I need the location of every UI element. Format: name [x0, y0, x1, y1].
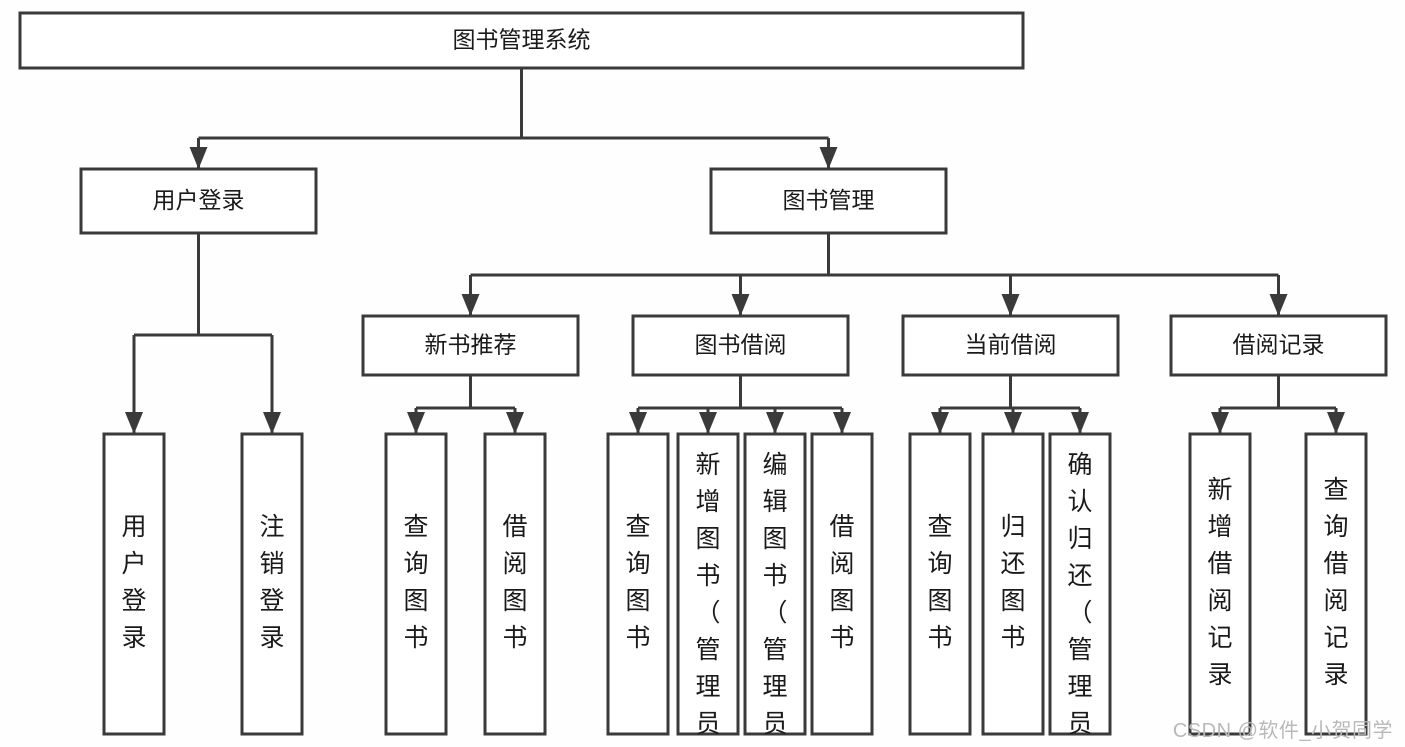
arrow-head	[506, 412, 524, 434]
leaf-box[interactable]	[384, 432, 448, 736]
node-borrow-record[interactable]: 借阅记录	[1169, 314, 1388, 377]
node-leaf-return-book[interactable]: 归还图书	[981, 432, 1045, 736]
node-book-manage[interactable]: 图书管理	[709, 167, 948, 235]
node-leaf-query-record[interactable]: 查询借阅记录	[1304, 432, 1368, 736]
node-leaf-query-book-3[interactable]: 查询图书	[908, 432, 972, 736]
node-user-login[interactable]: 用户登录	[79, 167, 318, 235]
leaf-label: 归还图书	[1000, 513, 1025, 652]
arrow-head	[1004, 412, 1022, 434]
level1-label: 图书管理	[783, 187, 875, 213]
node-current-borrow[interactable]: 当前借阅	[901, 314, 1120, 377]
node-leaf-confirm-return[interactable]: 确认归还（管理员）	[1048, 432, 1112, 747]
leaf-label: 借阅图书	[829, 513, 854, 652]
node-leaf-query-book-1[interactable]: 查询图书	[384, 432, 448, 736]
arrow-head	[263, 412, 281, 434]
leaf-box[interactable]	[1304, 432, 1368, 736]
arrow-head	[833, 412, 851, 434]
level2-box[interactable]	[361, 314, 580, 377]
node-book-borrow[interactable]: 图书借阅	[631, 314, 850, 377]
leaf-label: 查询图书	[927, 513, 952, 652]
node-leaf-add-book[interactable]: 新增图书（管理员）	[676, 432, 740, 747]
arrow-head	[629, 412, 647, 434]
leaf-label: 新增借阅记录	[1207, 476, 1232, 689]
level2-box[interactable]	[1169, 314, 1388, 377]
node-leaf-borrow-book-1[interactable]: 借阅图书	[483, 432, 547, 736]
leaf-box[interactable]	[810, 432, 874, 736]
node-leaf-edit-book[interactable]: 编辑图书（管理员）	[743, 432, 807, 747]
arrow-head	[1071, 412, 1089, 434]
node-leaf-add-record[interactable]: 新增借阅记录	[1188, 432, 1252, 736]
arrow-head	[461, 294, 480, 316]
leaf-box[interactable]	[102, 432, 166, 736]
level2-label: 新书推荐	[425, 332, 517, 358]
arrow-head	[731, 294, 750, 316]
leaf-box[interactable]	[743, 432, 807, 736]
leaf-box[interactable]	[240, 432, 304, 736]
arrow-head	[819, 147, 838, 169]
level2-label: 借阅记录	[1233, 332, 1325, 358]
arrow-head	[1001, 294, 1020, 316]
leaf-box[interactable]	[1188, 432, 1252, 736]
node-leaf-user-logout[interactable]: 注销登录	[240, 432, 304, 736]
level1-box[interactable]	[79, 167, 318, 235]
level2-box[interactable]	[901, 314, 1120, 377]
leaf-label: 用户登录	[121, 513, 146, 652]
node-layer: 图书管理系统用户登录图书管理新书推荐图书借阅当前借阅借阅记录用户登录注销登录查询…	[18, 11, 1388, 747]
leaf-box[interactable]	[483, 432, 547, 736]
leaf-box[interactable]	[1048, 432, 1112, 736]
level1-label: 用户登录	[153, 187, 245, 213]
arrow-head	[1211, 412, 1229, 434]
node-leaf-borrow-book-2[interactable]: 借阅图书	[810, 432, 874, 736]
node-root[interactable]: 图书管理系统	[18, 11, 1025, 70]
arrow-head	[766, 412, 784, 434]
arrow-head	[931, 412, 949, 434]
level2-label: 图书借阅	[695, 332, 787, 358]
leaf-label: 编辑图书（管理员）	[762, 451, 787, 747]
level2-box[interactable]	[631, 314, 850, 377]
leaf-box[interactable]	[908, 432, 972, 736]
leaf-label: 新增图书（管理员）	[695, 451, 720, 747]
arrow-head	[699, 412, 717, 434]
leaf-label: 查询借阅记录	[1323, 476, 1348, 689]
leaf-label: 确认归还（管理员）	[1067, 451, 1092, 747]
leaf-label: 查询图书	[625, 513, 650, 652]
leaf-label: 借阅图书	[502, 513, 527, 652]
root-label: 图书管理系统	[453, 27, 591, 53]
root-box[interactable]	[18, 11, 1025, 70]
arrow-head	[189, 147, 208, 169]
arrow-head	[1327, 412, 1345, 434]
node-leaf-user-login[interactable]: 用户登录	[102, 432, 166, 736]
leaf-box[interactable]	[981, 432, 1045, 736]
leaf-label: 查询图书	[403, 513, 428, 652]
connector-layer	[125, 68, 1345, 434]
leaf-box[interactable]	[676, 432, 740, 736]
leaf-box[interactable]	[606, 432, 670, 736]
arrow-head	[1269, 294, 1288, 316]
leaf-label: 注销登录	[259, 513, 284, 652]
node-leaf-query-book-2[interactable]: 查询图书	[606, 432, 670, 736]
arrow-head	[125, 412, 143, 434]
level2-label: 当前借阅	[965, 332, 1057, 358]
node-new-book-recommend[interactable]: 新书推荐	[361, 314, 580, 377]
arrow-head	[407, 412, 425, 434]
level1-box[interactable]	[709, 167, 948, 235]
